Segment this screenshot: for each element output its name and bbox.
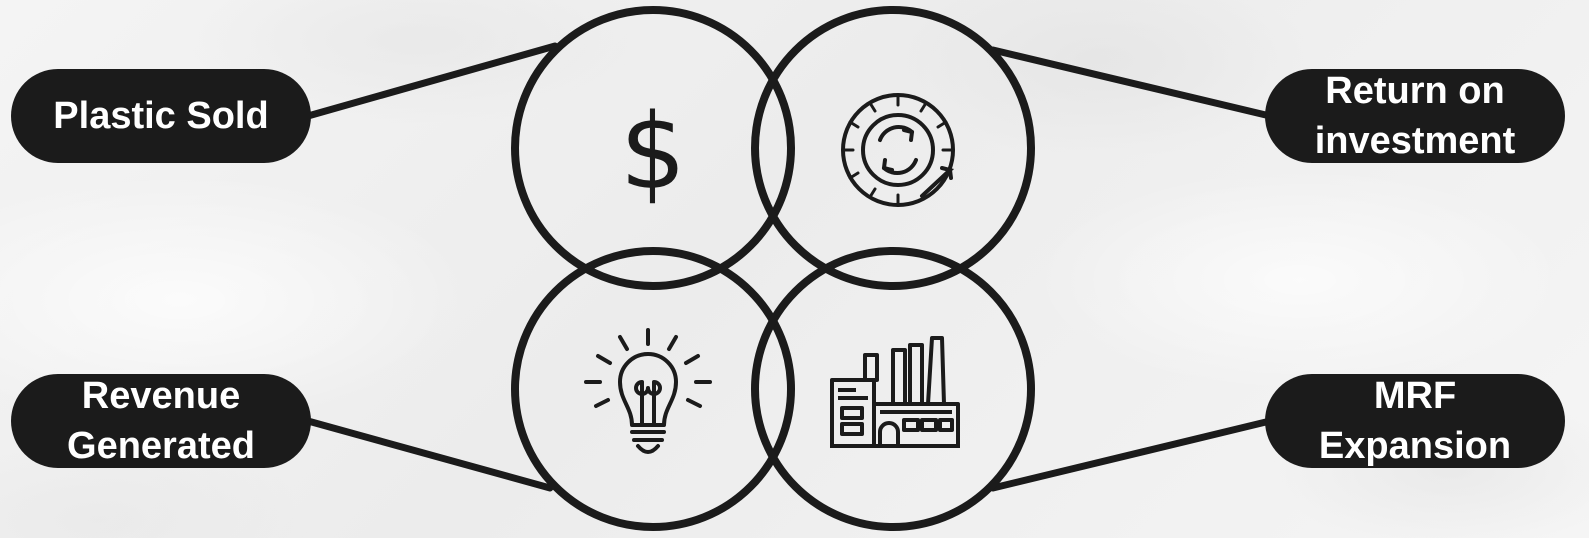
factory-icon — [830, 336, 960, 448]
connector-revenue-generated — [304, 417, 554, 492]
revenue-generated-label: Revenue Generated — [11, 374, 311, 468]
circle-top-left — [511, 6, 795, 290]
circle-bottom-right — [751, 247, 1035, 531]
connector-plastic-sold — [304, 42, 559, 120]
return-on-investment-label: Return on investment — [1265, 69, 1565, 163]
mrf-expansion-label: MRF Expansion — [1265, 374, 1565, 468]
dollar-icon: $ — [620, 91, 686, 213]
circle-top-right — [751, 6, 1035, 290]
lightbulb-idea-icon — [584, 328, 712, 454]
connector-mrf-expansion — [989, 417, 1274, 492]
plastic-sold-label: Plastic Sold — [11, 69, 311, 163]
connector-return-on-investment — [989, 46, 1274, 120]
circle-bottom-left — [511, 247, 795, 531]
circular-recycle-coin-icon — [841, 93, 955, 207]
